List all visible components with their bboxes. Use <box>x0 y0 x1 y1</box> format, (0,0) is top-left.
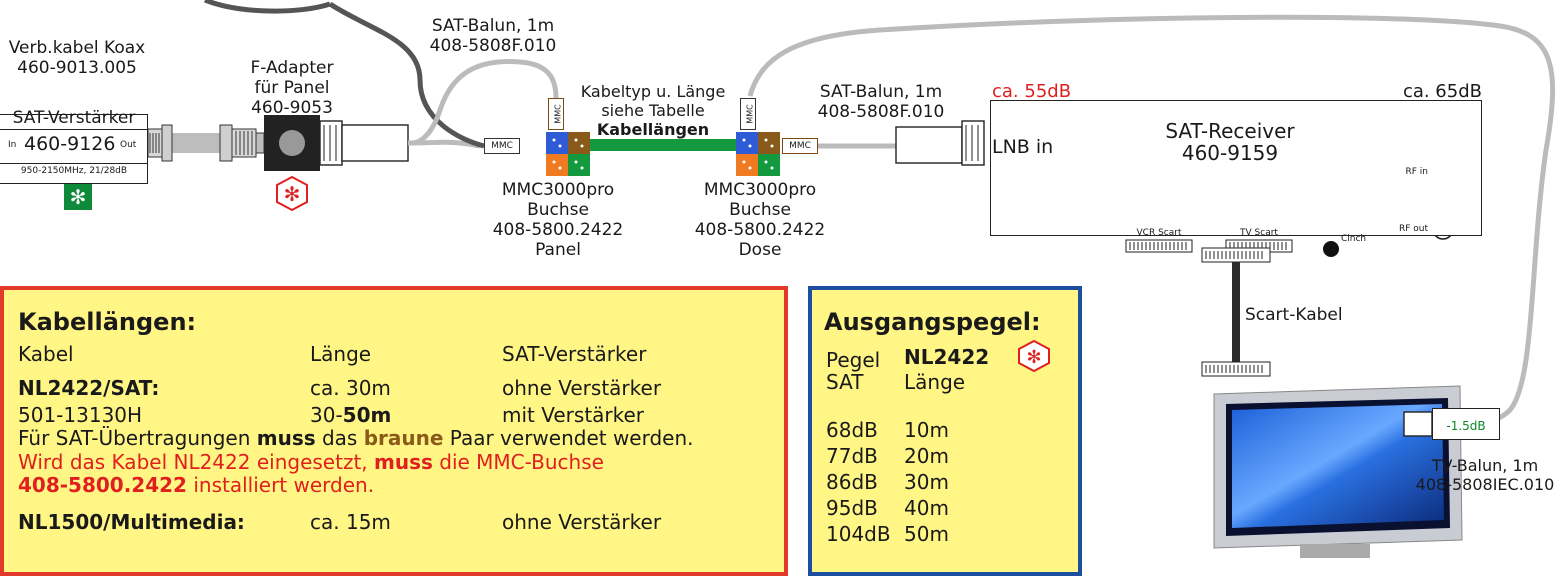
wiring-diagram: ✻ ✻ <box>64 0 1556 558</box>
sat-verstaerker-out: Out <box>120 140 137 150</box>
ca-65-label: ca. 65dB <box>1402 81 1482 102</box>
aus-row-3-len: 40m <box>904 496 949 520</box>
svg-text:✻: ✻ <box>70 185 87 209</box>
scart-cable <box>1232 262 1240 362</box>
cable-top-left <box>204 0 331 14</box>
sat-receiver-title: SAT-Receiver 460-9159 <box>1165 119 1295 165</box>
scart-plug-top <box>1201 247 1271 263</box>
rf-in-label: RF in <box>1405 167 1429 177</box>
sat-balun-right-label: SAT-Balun, 1m 408-5808F.010 <box>817 82 945 122</box>
tv-balun-db: -1.5dB <box>1446 419 1486 433</box>
ausgangspegel-title: Ausgangspegel: <box>824 308 1041 336</box>
aus-row-0-len: 10m <box>904 418 949 442</box>
mmc-tag-top-right: MMC <box>740 98 756 130</box>
tv-scart-label: TV Scart <box>1240 228 1278 238</box>
sat-balun-right-connector <box>895 120 985 166</box>
coax-cable-short <box>170 133 220 153</box>
kab-header-kabel: Kabel <box>18 342 74 366</box>
cable-sat-balun-top <box>411 59 559 146</box>
aus-row-2-db: 86dB <box>826 470 878 494</box>
aus-row-2-len: 30m <box>904 470 949 494</box>
kab-nl2422-len: ca. 30m <box>310 376 391 400</box>
kabellaengen-title: Kabellängen: <box>18 308 197 336</box>
kab-header-laenge: Länge <box>310 342 372 366</box>
kab-note1: Für SAT-Übertragungen muss das braune Pa… <box>18 426 694 450</box>
aus-col2-h2: Länge <box>904 370 966 394</box>
kab-nl2422-verst: ohne Verstärker <box>502 376 662 400</box>
f-adapter-label: F-Adapter für Panel 460-9053 <box>250 58 334 118</box>
aus-col1-h2: SAT <box>826 370 864 394</box>
cable-coax-loop <box>328 1 485 149</box>
aus-row-1-db: 77dB <box>826 444 878 468</box>
ca-55-label: ca. 55dB <box>992 81 1072 102</box>
aus-row-1-len: 20m <box>904 444 949 468</box>
f-connector-amp-out <box>147 124 173 162</box>
kabellaengen-panel: Kabellängen: Kabel Länge SAT-Verstärker … <box>0 286 788 576</box>
mmc-block-dose <box>736 132 780 176</box>
tv-illustration <box>1213 385 1463 558</box>
mmc-tag-top-left: MMC <box>548 98 564 130</box>
svg-text:✻: ✻ <box>284 182 301 206</box>
aus-row-0-db: 68dB <box>826 418 878 442</box>
cinch-label: Cinch <box>1341 234 1367 244</box>
kab-501-verst: mit Verstärker <box>502 403 645 427</box>
kab-nl1500: NL1500/Multimedia: <box>18 510 245 534</box>
cable-tv-balun-long <box>747 14 1556 425</box>
sat-verstaerker-freq: 950-2150MHz, 21/28dB <box>20 166 128 176</box>
f-connector-adapter-in <box>219 124 265 162</box>
cinch-black <box>1323 241 1339 257</box>
tv-balun-plug <box>1403 411 1433 437</box>
scart-vcr <box>1125 239 1193 253</box>
aus-row-3-db: 95dB <box>826 496 878 520</box>
rf-out-label: RF out <box>1398 224 1428 234</box>
mmc-tag-left: MMC <box>484 138 520 154</box>
sat-verstaerker-box <box>0 114 148 184</box>
kab-note3: 408-5800.2422 installiert werden. <box>18 473 375 497</box>
kab-note2: Wird das Kabel NL2422 eingesetzt, muss d… <box>18 450 604 474</box>
kabeltyp-label: Kabeltyp u. Länge siehe Tabelle Kabellän… <box>568 82 738 139</box>
aus-row-4-db: 104dB <box>826 522 891 546</box>
mmc-tag-right: MMC <box>782 138 818 154</box>
asterisk-icon-red-pegel: ✻ <box>1017 340 1051 372</box>
aus-row-4-len: 50m <box>904 522 949 546</box>
tv-balun-box <box>1432 408 1500 440</box>
vcr-scart-label: VCR Scart <box>1136 228 1182 238</box>
sat-balun-top-label: SAT-Balun, 1m 408-5808F.010 <box>429 16 557 56</box>
aus-col1-h1: Pegel <box>826 348 881 372</box>
mmc-block-panel <box>546 132 590 176</box>
sat-verstaerker-title: SAT-Verstärker <box>12 108 136 128</box>
asterisk-icon-red-fadapter: ✻ <box>276 175 308 212</box>
lnb-in-label: LNB in <box>992 136 1054 158</box>
svg-text:✻: ✻ <box>1026 347 1041 368</box>
tv-balun-label: TV-Balun, 1m 408-5808IEC.010 <box>1415 456 1555 494</box>
asterisk-icon-green-amp: ✻ <box>64 182 92 210</box>
kab-nl1500-verst: ohne Verstärker <box>502 510 662 534</box>
sat-verstaerker-in: In <box>8 140 17 150</box>
kab-501-len: 30-50m <box>310 403 392 427</box>
sat-verstaerker-number: 460-9126 <box>24 133 116 155</box>
sat-receiver-box <box>990 100 1482 236</box>
mmc-panel-label: MMC3000pro Buchse 408-5800.2422 Panel <box>492 180 624 260</box>
f-adapter-port <box>279 130 305 156</box>
kab-header-verst: SAT-Verstärker <box>502 342 647 366</box>
scart-kabel-label: Scart-Kabel <box>1245 305 1343 325</box>
aus-col2-h1: NL2422 <box>904 345 990 369</box>
verb-kabel-label: Verb.kabel Koax 460-9013.005 <box>8 38 146 78</box>
scart-plug-bottom <box>1201 361 1271 377</box>
kabellaengen-link[interactable]: Kabellängen <box>596 120 710 139</box>
ausgangspegel-panel: Ausgangspegel: Pegel SAT NL2422 Länge ✻ … <box>808 286 1082 576</box>
kab-501: 501-13130H <box>18 403 143 427</box>
kab-nl1500-len: ca. 15m <box>310 510 391 534</box>
mmc-dose-label: MMC3000pro Buchse 408-5800.2422 Dose <box>694 180 826 260</box>
kab-nl2422: NL2422/SAT: <box>18 376 160 400</box>
nl2422-cable <box>570 139 738 151</box>
